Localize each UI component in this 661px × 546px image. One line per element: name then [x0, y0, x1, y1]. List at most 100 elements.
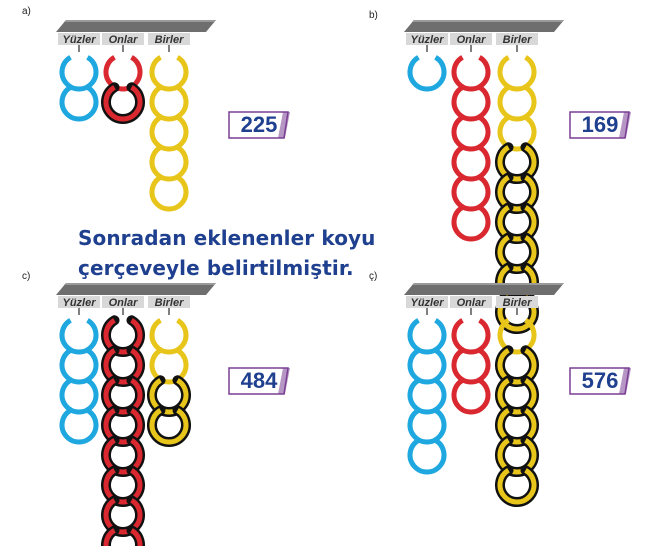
- added-ring-onlar: [103, 438, 143, 475]
- added-ring-birler: [149, 408, 189, 445]
- ring-onlar: [451, 378, 491, 415]
- column-label-plate: [406, 33, 448, 45]
- ring-onlar: [451, 85, 491, 122]
- panel-label-b: b): [369, 10, 378, 21]
- ring-birler: [497, 85, 537, 122]
- panel-label-c: c): [22, 271, 31, 282]
- ring-yuzler: [407, 348, 447, 385]
- ring-yuzler: [59, 408, 99, 445]
- ring-onlar: [451, 175, 491, 212]
- added-ring-onlar: [103, 378, 143, 415]
- abacus-bar-highlight: [64, 283, 216, 285]
- added-ring-onlar: [103, 85, 143, 122]
- ring-onlar: [451, 318, 491, 355]
- ring-yuzler: [59, 348, 99, 385]
- ring-onlar: [103, 55, 143, 92]
- column-label-plate: [102, 33, 144, 45]
- column-label-birler: Birler: [503, 297, 532, 309]
- ring-onlar: [451, 348, 491, 385]
- column-label-plate: [406, 296, 448, 308]
- ring-onlar: [451, 55, 491, 92]
- column-label-onlar: Onlar: [457, 34, 486, 46]
- ring-yuzler: [59, 55, 99, 92]
- number-value-a: 225: [240, 112, 278, 137]
- added-ring-onlar: [103, 408, 143, 445]
- column-label-onlar: Onlar: [457, 297, 486, 309]
- ring-yuzler: [407, 408, 447, 445]
- abacus-panel-c: Yüzler Onlar Birler: [56, 283, 216, 546]
- ring-yuzler: [59, 378, 99, 415]
- number-value-c: 484: [240, 368, 278, 393]
- abacus-bar: [404, 283, 564, 295]
- added-ring-onlar: [103, 498, 143, 535]
- ring-onlar: [451, 205, 491, 242]
- ring-birler: [149, 145, 189, 182]
- ring-birler: [149, 348, 189, 385]
- ring-birler: [149, 55, 189, 92]
- ring-yuzler: [59, 85, 99, 122]
- column-label-plate: [148, 296, 190, 308]
- column-label-onlar: Onlar: [109, 297, 138, 309]
- ring-birler: [497, 318, 537, 355]
- column-label-yuzler: Yüzler: [410, 34, 444, 46]
- added-ring-birler: [497, 438, 537, 475]
- number-box-c: 484: [226, 366, 292, 396]
- abacus-panel-cc: Yüzler Onlar Birler: [404, 283, 564, 507]
- number-box-a: 225: [226, 110, 292, 140]
- abacus-bar: [56, 283, 216, 295]
- number-value-cc: 576: [581, 368, 619, 393]
- column-label-birler: Birler: [155, 297, 184, 309]
- column-label-birler: Birler: [503, 34, 532, 46]
- caption-line-1: Sonradan eklenenler koyu: [78, 226, 376, 250]
- column-label-yuzler: Yüzler: [410, 297, 444, 309]
- column-label-yuzler: Yüzler: [62, 34, 96, 46]
- added-ring-onlar: [103, 348, 143, 385]
- ring-birler: [149, 318, 189, 355]
- ring-birler: [497, 115, 537, 152]
- column-label-plate: [450, 33, 492, 45]
- column-label-yuzler: Yüzler: [62, 297, 96, 309]
- column-label-plate: [58, 296, 100, 308]
- number-box-cc: 576: [567, 366, 633, 396]
- added-ring-onlar: [103, 528, 143, 546]
- caption: Sonradan eklenenler koyu çerçeveyle beli…: [78, 223, 376, 283]
- ring-yuzler: [59, 318, 99, 355]
- column-label-plate: [496, 296, 538, 308]
- ring-onlar: [451, 145, 491, 182]
- panel-label-cc: ç): [369, 271, 378, 282]
- column-label-onlar: Onlar: [109, 34, 138, 46]
- added-ring-birler: [497, 378, 537, 415]
- abacus-bar-highlight: [412, 20, 564, 22]
- number-value-b: 169: [581, 112, 619, 137]
- added-ring-birler: [497, 408, 537, 445]
- added-ring-birler: [497, 468, 537, 505]
- number-box-b: 169: [567, 110, 633, 140]
- ring-onlar: [451, 115, 491, 152]
- column-label-plate: [450, 296, 492, 308]
- ring-yuzler: [407, 438, 447, 475]
- ring-birler: [149, 85, 189, 122]
- added-ring-onlar: [103, 468, 143, 505]
- added-ring-birler: [497, 235, 537, 272]
- caption-line-2: çerçeveyle belirtilmiştir.: [78, 256, 354, 280]
- ring-birler: [497, 55, 537, 92]
- ring-yuzler: [407, 318, 447, 355]
- ring-birler: [149, 175, 189, 212]
- column-label-plate: [102, 296, 144, 308]
- added-ring-birler: [149, 378, 189, 415]
- panel-label-a: a): [22, 6, 31, 17]
- added-ring-birler: [497, 205, 537, 242]
- abacus-bar: [404, 20, 564, 32]
- column-label-plate: [148, 33, 190, 45]
- abacus-bar: [56, 20, 216, 32]
- added-ring-birler: [497, 348, 537, 385]
- added-ring-birler: [497, 175, 537, 212]
- added-ring-birler: [497, 145, 537, 182]
- added-ring-onlar: [103, 318, 143, 355]
- ring-birler: [149, 115, 189, 152]
- abacus-bar-highlight: [64, 20, 216, 22]
- abacus-bar-highlight: [412, 283, 564, 285]
